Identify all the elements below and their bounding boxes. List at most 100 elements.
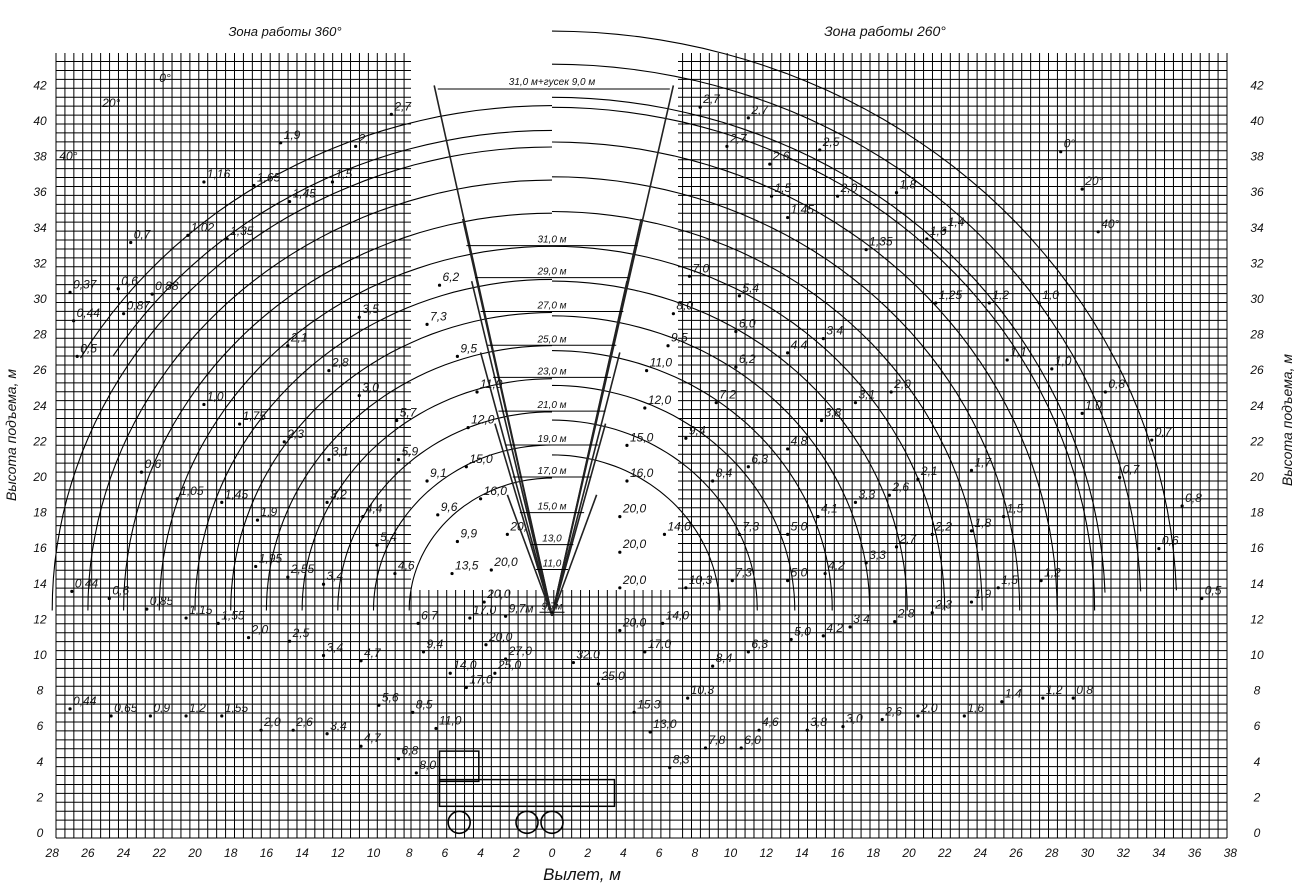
- x-tick-label: 6: [656, 846, 663, 860]
- capacity-label: 15,0: [469, 452, 493, 466]
- load-curve-right: [551, 106, 1096, 611]
- capacity-point: [68, 707, 72, 711]
- capacity-point: [618, 628, 622, 633]
- capacity-label: 1,5: [1007, 502, 1024, 516]
- capacity-label: 8,5: [416, 697, 433, 711]
- capacity-label: 1,75: [243, 409, 267, 423]
- capacity-point: [618, 550, 622, 554]
- y-tick-label-right: 4: [1254, 755, 1261, 769]
- capacity-label: 0,37: [73, 277, 98, 291]
- capacity-point: [645, 369, 649, 373]
- capacity-label: 17,0: [473, 603, 497, 617]
- capacity-point: [864, 561, 868, 565]
- capacity-label: 4,6: [398, 559, 415, 573]
- capacity-label: 2,1: [920, 464, 938, 478]
- zone-right-title: Зона работы 260°: [824, 23, 946, 39]
- capacity-point: [786, 447, 790, 451]
- capacity-label: 9,1: [430, 466, 447, 480]
- capacity-label: 1,35: [230, 224, 254, 238]
- y-tick-label-right: 38: [1250, 150, 1264, 164]
- capacity-point: [739, 746, 743, 750]
- capacity-point: [288, 639, 292, 643]
- capacity-label: 2,3: [934, 598, 952, 612]
- capacity-point: [393, 571, 397, 576]
- capacity-point: [687, 274, 692, 278]
- jib-curve-left: [112, 129, 553, 357]
- capacity-point: [887, 493, 891, 497]
- capacity-label: 0,44: [75, 576, 99, 590]
- capacity-point: [436, 513, 440, 517]
- capacity-point: [889, 390, 893, 394]
- capacity-point: [714, 401, 718, 405]
- capacity-label: 2,55: [290, 562, 315, 576]
- capacity-label: 25,0: [600, 669, 625, 683]
- capacity-point: [1200, 596, 1204, 601]
- y-tick-label: 8: [37, 684, 44, 698]
- capacity-label: 20,0: [488, 630, 513, 644]
- capacity-point: [282, 440, 286, 444]
- capacity-point: [786, 351, 790, 355]
- capacity-point: [468, 616, 472, 620]
- capacity-label: 5,9: [401, 445, 418, 459]
- x-tick-label: 30: [1081, 846, 1095, 860]
- truck-wheel: [447, 810, 471, 835]
- capacity-point: [150, 292, 154, 296]
- capacity-label: 11,0: [480, 377, 503, 391]
- load-curve-right: [551, 384, 796, 611]
- boom-line: [494, 423, 553, 617]
- capacity-point: [259, 728, 263, 732]
- capacity-label: 0,6: [144, 457, 161, 471]
- capacity-label: 2,6: [884, 705, 902, 719]
- x-tick-label: 20: [187, 846, 202, 860]
- capacity-label: 7,8: [709, 733, 726, 747]
- y-tick-label: 18: [33, 506, 47, 520]
- capacity-label: 3,0: [846, 712, 863, 726]
- capacity-label: 27,0: [508, 644, 533, 658]
- capacity-label: 1,02: [191, 220, 215, 234]
- capacity-label: 1,2: [992, 288, 1009, 302]
- capacity-label: 3,0: [362, 381, 379, 395]
- load-curve-left: [230, 311, 553, 611]
- capacity-point: [816, 515, 820, 519]
- capacity-point: [711, 664, 715, 668]
- capacity-point: [455, 539, 459, 544]
- capacity-point: [1118, 475, 1122, 480]
- capacity-label: 2,1: [290, 331, 308, 345]
- capacity-label: 3,8: [810, 715, 827, 729]
- y-tick-label-right: 16: [1250, 541, 1264, 555]
- y-tick-label-right: 6: [1254, 719, 1261, 733]
- x-tick-label: 32: [1117, 846, 1131, 860]
- capacity-point: [357, 393, 361, 398]
- x-tick-label: 4: [620, 846, 627, 860]
- y-tick-label-right: 28: [1249, 328, 1264, 342]
- capacity-point: [325, 732, 329, 736]
- capacity-label: 1,35: [869, 235, 893, 249]
- capacity-label: 4,2: [826, 621, 843, 635]
- capacity-points: [68, 105, 1204, 775]
- capacity-point: [464, 465, 468, 469]
- capacity-point: [279, 141, 283, 145]
- capacity-point: [1037, 301, 1041, 305]
- boom-length-label: 25,0 м: [536, 334, 566, 345]
- capacity-label: 7,3: [735, 566, 752, 580]
- capacity-label: 1,95: [259, 551, 283, 565]
- capacity-point: [395, 418, 399, 423]
- capacity-label: 2,0: [251, 623, 269, 637]
- capacity-label: 3,4: [327, 569, 344, 583]
- capacity-label: 0,5: [1205, 583, 1222, 597]
- load-curve-left: [301, 378, 553, 611]
- capacity-label: 14,0: [667, 519, 691, 533]
- load-curve-left: [372, 444, 553, 611]
- y-tick-label-right: 26: [1249, 363, 1264, 377]
- capacity-point: [325, 500, 329, 504]
- capacity-label: 32,0: [576, 648, 600, 662]
- capacity-point: [819, 418, 824, 423]
- capacity-label: 1,9: [260, 505, 277, 519]
- capacity-point: [666, 344, 670, 348]
- capacity-point: [725, 144, 729, 148]
- capacity-point: [1071, 696, 1075, 700]
- boom-line: [551, 423, 607, 617]
- capacity-label: 3,4: [853, 612, 870, 626]
- y-tick-label-right: 22: [1249, 434, 1264, 448]
- capacity-point: [425, 479, 429, 483]
